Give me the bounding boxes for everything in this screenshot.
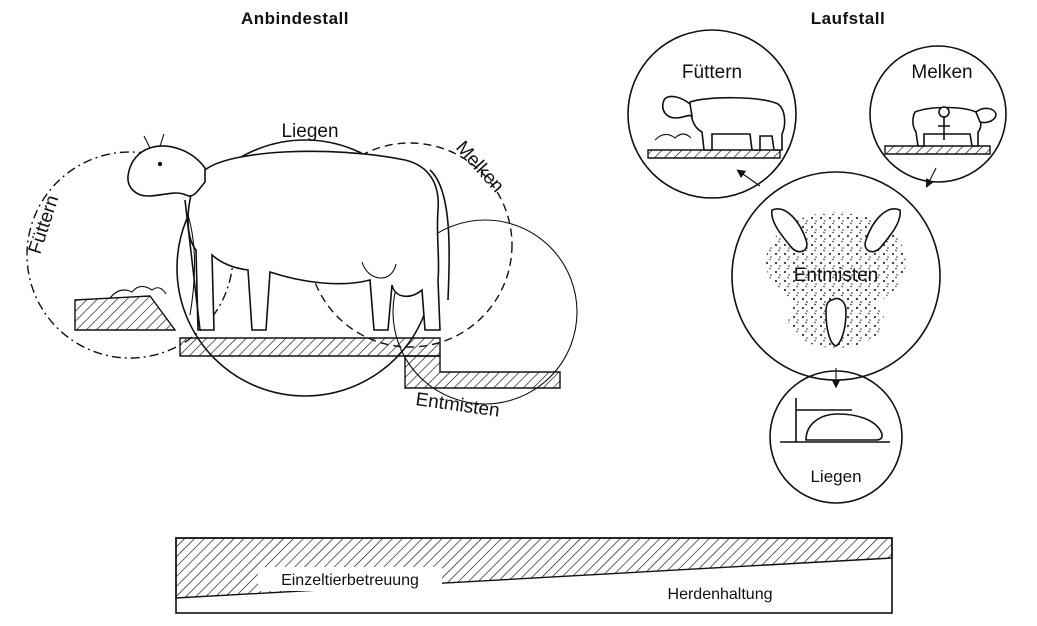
milking-cow-drawing xyxy=(913,107,996,146)
feeding-floor xyxy=(648,150,780,158)
tie-stall-section: Anbindestall xyxy=(25,9,577,422)
tie-stall-cow-drawing xyxy=(128,134,449,330)
feeding-cow-drawing xyxy=(655,97,785,150)
feed-trough xyxy=(75,296,175,330)
loose-housing-section: Laufstall Füttern Melken Entmi xyxy=(628,9,1006,503)
loose-mucking-label: Entmisten xyxy=(794,265,878,286)
tie-stall-title: Anbindestall xyxy=(241,9,349,28)
loose-milking-label: Melken xyxy=(911,62,972,83)
loose-feeding-label: Füttern xyxy=(682,62,742,83)
loose-lying-label: Liegen xyxy=(810,467,861,486)
stall-floor xyxy=(180,338,440,356)
herd-housing-label: Herdenhaltung xyxy=(668,586,773,603)
care-spectrum-bar: Einzeltierbetreuung Herdenhaltung xyxy=(176,538,892,613)
loose-housing-title: Laufstall xyxy=(811,9,885,28)
lying-cow-drawing xyxy=(806,414,882,440)
tie-stall-lying-label: Liegen xyxy=(281,121,338,142)
milking-pit xyxy=(885,146,990,154)
individual-care-label: Einzeltierbetreuung xyxy=(281,572,419,589)
tie-stall-mucking-label: Entmisten xyxy=(414,389,501,422)
tie-stall-feeding-label: Füttern xyxy=(25,193,64,257)
manure-channel xyxy=(405,356,560,388)
tie-stall-milking-label: Melken xyxy=(451,137,508,197)
